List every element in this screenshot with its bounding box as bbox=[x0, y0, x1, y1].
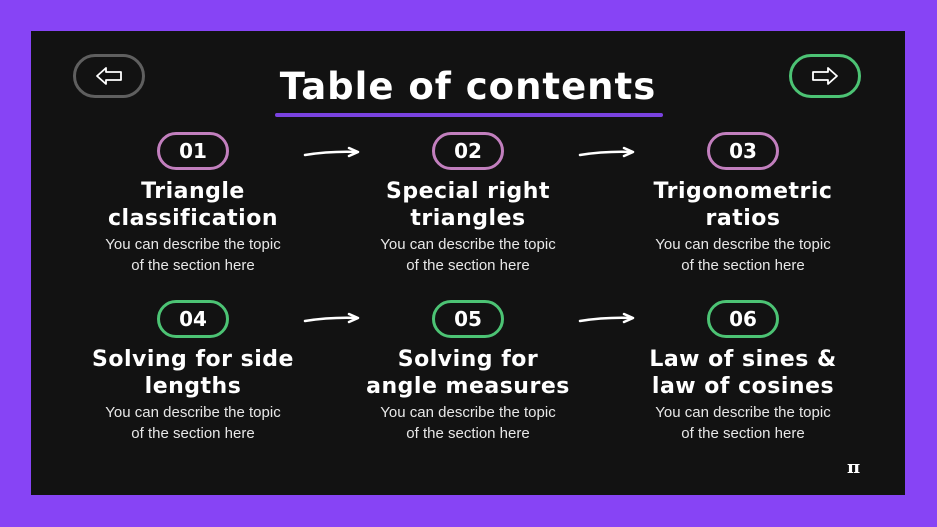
section-desc-line1: You can describe the topic bbox=[380, 404, 556, 421]
toc-item-06[interactable]: 06 Law of sines & law of cosines You can… bbox=[613, 300, 873, 444]
section-title: Special right triangles bbox=[338, 178, 598, 232]
section-desc-line2: of the section here bbox=[406, 257, 530, 274]
toc-item-01[interactable]: 01 Triangle classification You can descr… bbox=[63, 132, 323, 276]
section-title: Solving for side lengths bbox=[63, 346, 323, 400]
section-number-badge: 04 bbox=[157, 300, 229, 338]
section-title-line1: Triangle bbox=[141, 179, 245, 204]
section-title-line1: Law of sines & bbox=[649, 347, 837, 372]
section-number-badge: 05 bbox=[432, 300, 504, 338]
section-desc-line1: You can describe the topic bbox=[655, 236, 831, 253]
section-title: Law of sines & law of cosines bbox=[613, 346, 873, 400]
section-description: You can describe the topic of the sectio… bbox=[613, 234, 873, 276]
arrow-right-icon bbox=[812, 67, 838, 85]
section-desc-line1: You can describe the topic bbox=[655, 404, 831, 421]
slide-panel: Table of contents 01 Triangle classifica… bbox=[31, 31, 905, 495]
section-description: You can describe the topic of the sectio… bbox=[63, 234, 323, 276]
section-desc-line1: You can describe the topic bbox=[380, 236, 556, 253]
section-description: You can describe the topic of the sectio… bbox=[613, 402, 873, 444]
section-title: Solving for angle measures bbox=[338, 346, 598, 400]
section-desc-line2: of the section here bbox=[681, 257, 805, 274]
section-description: You can describe the topic of the sectio… bbox=[63, 402, 323, 444]
toc-item-02[interactable]: 02 Special right triangles You can descr… bbox=[338, 132, 598, 276]
section-title-line2: triangles bbox=[410, 206, 526, 231]
section-title-line1: Solving for side bbox=[92, 347, 294, 372]
section-title-line2: angle measures bbox=[366, 374, 570, 399]
section-title-line1: Special right bbox=[386, 179, 550, 204]
flow-arrow-icon bbox=[578, 312, 635, 324]
title-underline bbox=[275, 113, 663, 117]
section-title-line1: Trigonometric bbox=[653, 179, 833, 204]
section-title-line2: classification bbox=[108, 206, 278, 231]
section-description: You can describe the topic of the sectio… bbox=[338, 402, 598, 444]
section-desc-line2: of the section here bbox=[406, 425, 530, 442]
previous-slide-button[interactable] bbox=[73, 54, 145, 98]
toc-item-03[interactable]: 03 Trigonometric ratios You can describe… bbox=[613, 132, 873, 276]
toc-item-04[interactable]: 04 Solving for side lengths You can desc… bbox=[63, 300, 323, 444]
section-title: Triangle classification bbox=[63, 178, 323, 232]
section-title-line2: lengths bbox=[144, 374, 242, 399]
section-desc-line2: of the section here bbox=[131, 425, 255, 442]
section-desc-line2: of the section here bbox=[681, 425, 805, 442]
section-number-badge: 01 bbox=[157, 132, 229, 170]
section-title-line2: ratios bbox=[705, 206, 781, 231]
flow-arrow-icon bbox=[578, 146, 635, 158]
section-title: Trigonometric ratios bbox=[613, 178, 873, 232]
section-number-badge: 02 bbox=[432, 132, 504, 170]
page-title: Table of contents bbox=[279, 65, 657, 108]
section-desc-line1: You can describe the topic bbox=[105, 236, 281, 253]
section-desc-line1: You can describe the topic bbox=[105, 404, 281, 421]
section-number-badge: 03 bbox=[707, 132, 779, 170]
section-description: You can describe the topic of the sectio… bbox=[338, 234, 598, 276]
section-title-line2: law of cosines bbox=[651, 374, 835, 399]
pi-icon: π bbox=[847, 457, 861, 478]
flow-arrow-icon bbox=[303, 312, 360, 324]
toc-item-05[interactable]: 05 Solving for angle measures You can de… bbox=[338, 300, 598, 444]
next-slide-button[interactable] bbox=[789, 54, 861, 98]
section-desc-line2: of the section here bbox=[131, 257, 255, 274]
arrow-left-icon bbox=[96, 67, 122, 85]
section-number-badge: 06 bbox=[707, 300, 779, 338]
section-title-line1: Solving for bbox=[397, 347, 539, 372]
flow-arrow-icon bbox=[303, 146, 360, 158]
